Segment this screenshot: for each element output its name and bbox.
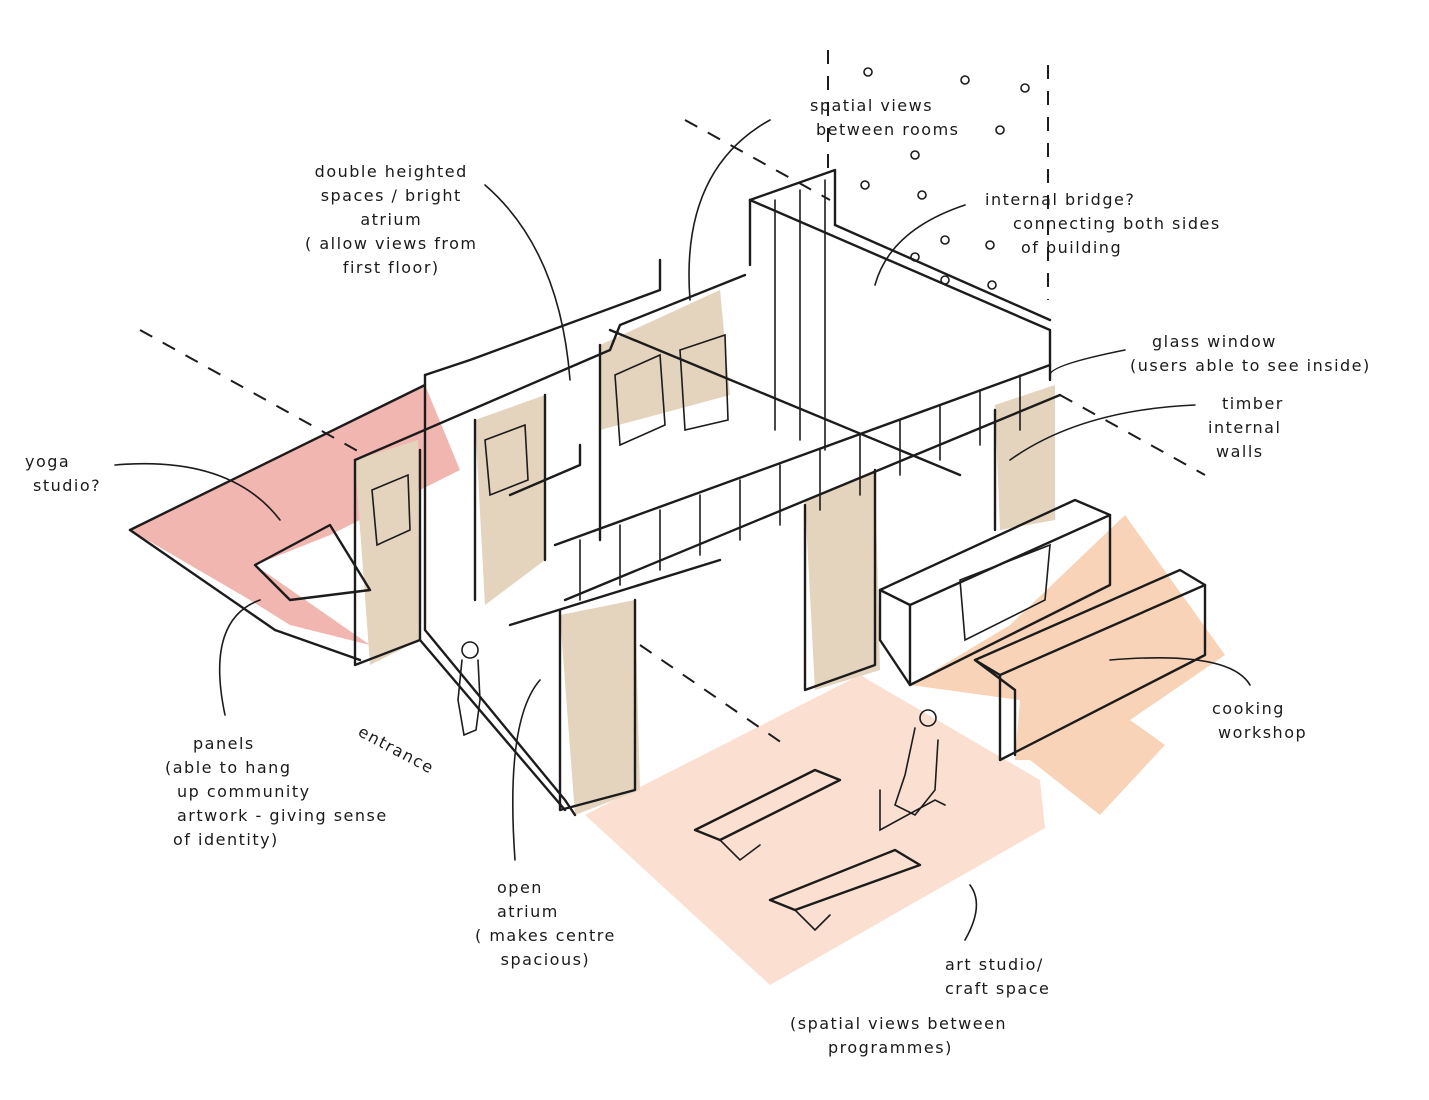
annotation-open-atrium: open atrium ( makes centre spacious): [475, 876, 616, 972]
annotation-yoga: yoga studio?: [25, 450, 101, 498]
craft-tables: [693, 768, 922, 932]
dashed-guide: [684, 119, 831, 201]
annotation-line: timber: [1222, 394, 1284, 413]
annotation-line: panels: [193, 734, 255, 753]
dashed-guide: [139, 329, 366, 456]
artwork-frames: [371, 333, 729, 547]
annotation-panels: panels (able to hang up community artwor…: [165, 732, 388, 852]
timber-panel: [995, 385, 1055, 530]
annotation-line: workshop: [1218, 723, 1308, 742]
annotation-cooking: cooking workshop: [1212, 697, 1307, 745]
annotation-line: of building: [1021, 238, 1123, 257]
annotation-line: up community: [177, 782, 311, 801]
annotation-line: atrium: [360, 210, 423, 229]
annotation-line: internal bridge?: [985, 190, 1136, 209]
annotation-internal-bridge: internal bridge? connecting both sides o…: [985, 188, 1221, 260]
annotation-double-height: double heighted spaces / bright atrium (…: [305, 160, 477, 280]
annotation-line: ( makes centre: [475, 926, 616, 945]
annotation-line: between rooms: [816, 120, 960, 139]
annotation-line: of identity): [173, 830, 279, 849]
bridge-balustrade: [579, 179, 1021, 601]
annotation-line: connecting both sides: [1013, 214, 1221, 233]
dashed-guide: [1059, 394, 1206, 476]
annotation-line: craft space: [945, 979, 1051, 998]
annotation-spatial-views: spatial views between rooms: [810, 94, 960, 142]
kitchen-units: [878, 498, 1207, 762]
annotation-line: glass window: [1152, 332, 1277, 351]
cooking-workshop-zone: [910, 515, 1225, 815]
annotation-line: ( allow views from: [305, 234, 478, 253]
leader-lines: [114, 119, 1251, 941]
timber-panel: [560, 600, 640, 815]
annotation-line: first floor): [342, 258, 440, 277]
decorative-circles: [860, 67, 1030, 290]
annotation-glass-window: glass window (users able to see inside): [1130, 330, 1371, 378]
annotation-timber-walls: timber internal walls: [1208, 392, 1284, 464]
annotation-line: cooking: [1212, 699, 1285, 718]
annotation-line: (spatial views between: [790, 1014, 1008, 1033]
seated-figure: [879, 709, 946, 832]
annotation-line: internal: [1208, 418, 1282, 437]
timber-panel: [355, 440, 420, 665]
annotation-line: yoga: [25, 452, 71, 471]
annotation-line: open: [497, 878, 543, 897]
annotation-line: studio?: [33, 476, 102, 495]
building-structure: [128, 168, 1062, 817]
annotation-line: (able to hang: [165, 758, 292, 777]
timber-panel: [805, 470, 880, 690]
annotation-line: spatial views: [810, 96, 934, 115]
art-studio-zone: [585, 675, 1045, 985]
timber-panel: [475, 395, 545, 605]
annotation-line: programmes): [828, 1038, 953, 1057]
human-figure: [457, 641, 481, 737]
annotation-line: walls: [1216, 442, 1264, 461]
annotation-line: atrium: [497, 902, 559, 921]
dashed-guide: [639, 644, 786, 746]
annotation-line: artwork - giving sense: [177, 806, 388, 825]
annotation-line: spaces / bright: [320, 186, 462, 205]
annotation-line: spacious): [500, 950, 591, 969]
annotation-line: (users able to see inside): [1130, 356, 1371, 375]
annotation-line: double heighted: [314, 162, 468, 181]
annotation-programmes: (spatial views between programmes): [790, 1012, 1007, 1060]
timber-panel: [600, 290, 730, 430]
annotation-line: art studio/: [945, 955, 1044, 974]
annotation-art-studio: art studio/ craft space: [945, 953, 1050, 1001]
